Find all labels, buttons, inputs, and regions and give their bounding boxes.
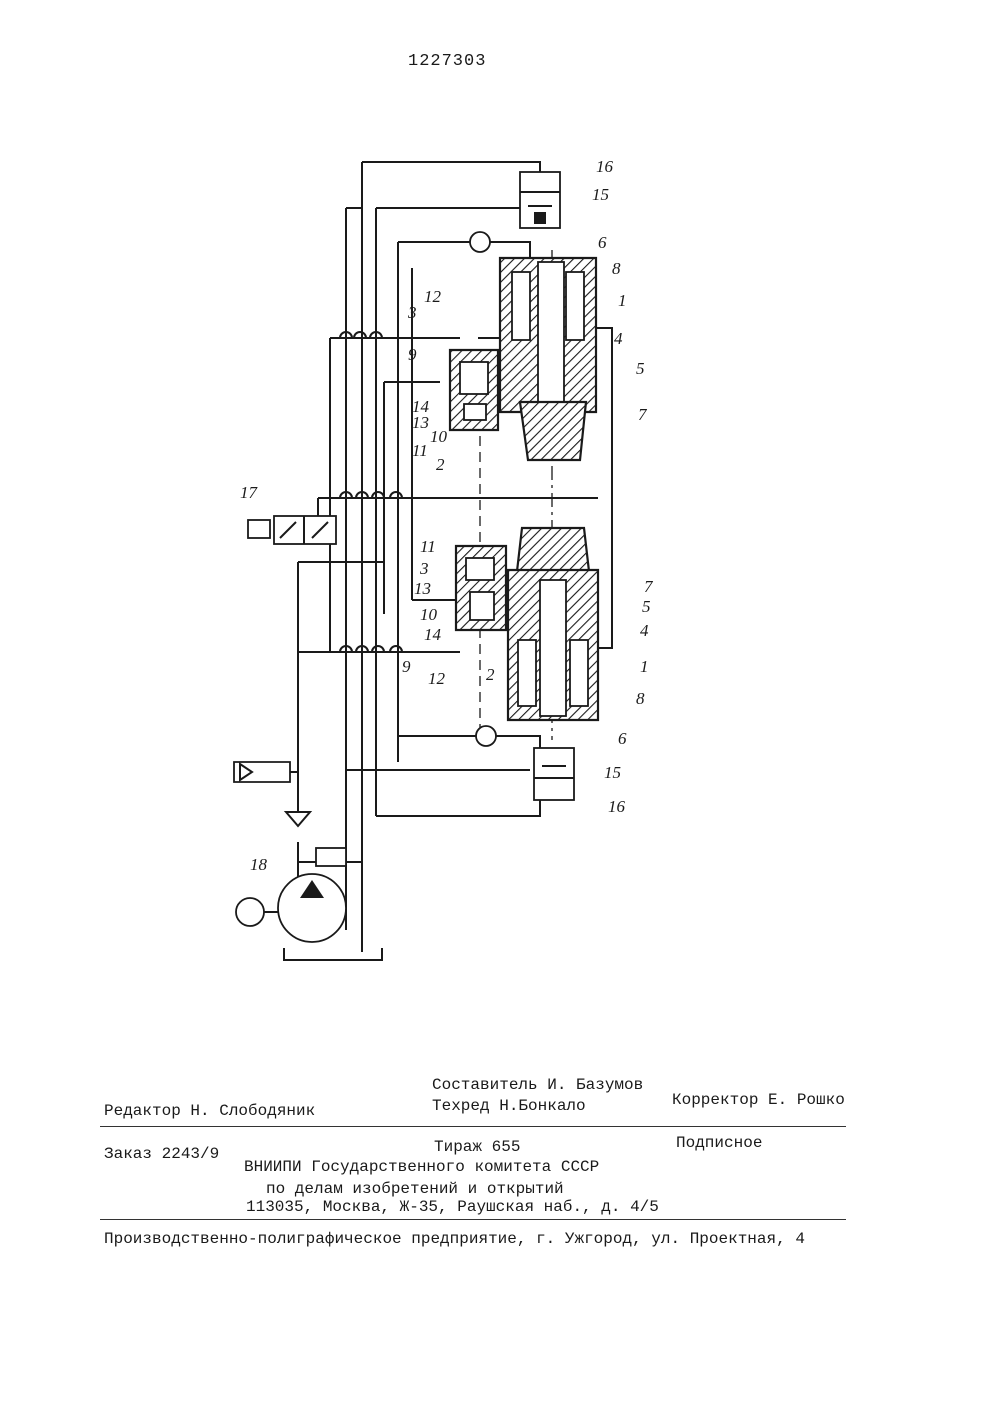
label-3-upper: 3: [407, 303, 417, 322]
org-line-2: по делам изобретений и открытий: [266, 1180, 564, 1198]
label-14-lower: 14: [424, 625, 442, 644]
org-line-1: ВНИИПИ Государственного комитета СССР: [244, 1158, 599, 1176]
label-10-lower: 10: [420, 605, 438, 624]
label-13-lower: 13: [414, 579, 431, 598]
label-12-lower: 12: [428, 669, 446, 688]
label-6-upper: 6: [598, 233, 607, 252]
divider-bottom: [100, 1219, 846, 1220]
printer-line: Производственно-полиграфическое предприя…: [104, 1230, 805, 1248]
label-6-lower: 6: [618, 729, 627, 748]
upper-unit: [450, 172, 596, 460]
techred-line: Техред Н.Бонкало: [432, 1097, 586, 1115]
lower-unit: [456, 528, 598, 800]
label-2-upper: 2: [436, 455, 445, 474]
label-18: 18: [250, 855, 268, 874]
circulation-line: Тираж 655: [434, 1138, 520, 1156]
org-address: 113035, Москва, Ж-35, Раушская наб., д. …: [246, 1198, 659, 1216]
label-15-upper: 15: [592, 185, 609, 204]
label-12-upper: 12: [424, 287, 442, 306]
label-1-lower: 1: [640, 657, 649, 676]
divider-top: [100, 1126, 846, 1127]
label-9-upper: 9: [408, 345, 417, 364]
label-7-upper: 7: [638, 405, 648, 424]
label-2-lower: 2: [486, 665, 495, 684]
label-11-upper: 11: [412, 441, 428, 460]
label-5-lower: 5: [642, 597, 651, 616]
order-line: Заказ 2243/9: [104, 1145, 219, 1163]
label-3-lower: 3: [419, 559, 429, 578]
label-13-upper: 13: [412, 413, 429, 432]
label-4-lower: 4: [640, 621, 649, 640]
label-11-lower: 11: [420, 537, 436, 556]
label-17: 17: [240, 483, 259, 502]
label-5-upper: 5: [636, 359, 645, 378]
label-10-upper: 10: [430, 427, 448, 446]
corrector-line: Корректор Е. Рошко: [672, 1091, 845, 1109]
label-8-lower: 8: [636, 689, 645, 708]
compiler-line: Составитель И. Базумов: [432, 1076, 643, 1094]
label-1-upper: 1: [618, 291, 627, 310]
editor-line: Редактор Н. Слободяник: [104, 1102, 315, 1120]
label-15-lower: 15: [604, 763, 621, 782]
hydraulic-schematic: 16 15 6 8 1 4 5 7 3 12 9 14 13 10 11 2 1…: [0, 0, 1000, 1000]
label-7-lower: 7: [644, 577, 654, 596]
label-16-lower: 16: [608, 797, 626, 816]
label-9-lower: 9: [402, 657, 411, 676]
label-4-upper: 4: [614, 329, 623, 348]
subscription-line: Подписное: [676, 1134, 762, 1152]
label-8-upper: 8: [612, 259, 621, 278]
label-16-upper: 16: [596, 157, 614, 176]
